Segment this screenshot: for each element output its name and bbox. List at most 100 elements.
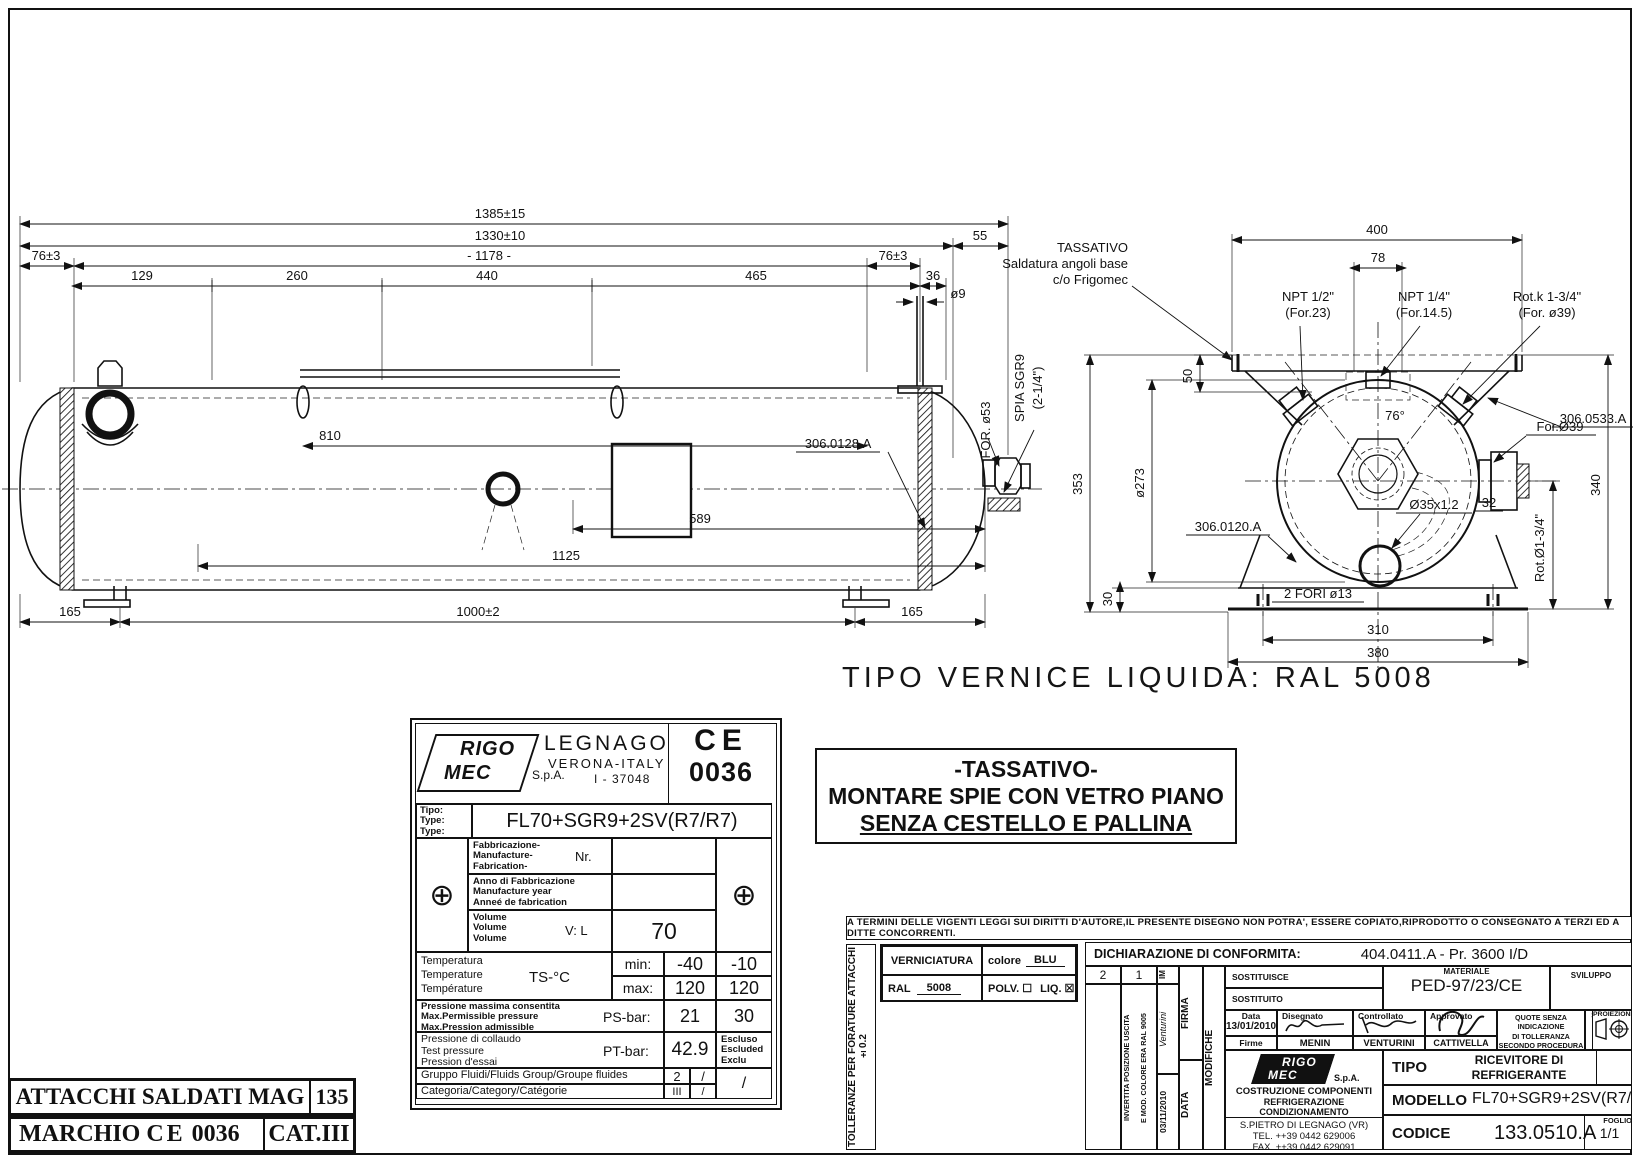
controllato-name: VENTURINI bbox=[1353, 1036, 1425, 1050]
tassativo-line-2: MONTARE SPIE CON VETRO PIANO bbox=[828, 783, 1224, 809]
top-strap bbox=[296, 369, 624, 419]
firma-label: FIRMA bbox=[1180, 997, 1191, 1029]
firme-label: Firme bbox=[1225, 1036, 1277, 1050]
quote-1: QUOTE SENZA INDICAZIONE bbox=[1515, 1013, 1567, 1032]
sostituisce-row: SOSTITUISCE bbox=[1225, 966, 1383, 988]
company-spa: S.p.A. bbox=[1334, 1073, 1360, 1083]
dim-440: 440 bbox=[476, 268, 498, 283]
modello-value: FL70+SGR9+2SV(R7/R7) bbox=[1472, 1090, 1632, 1107]
company-block: RIGO MEC S.p.A. COSTRUZIONE COMPONENTI R… bbox=[1225, 1050, 1383, 1150]
materiale-value: PED-97/23/CE bbox=[1410, 976, 1523, 995]
part-ref-plate: 306.0533.A bbox=[1560, 411, 1627, 426]
rev-col-1: 1 bbox=[1121, 966, 1157, 984]
dim-589: 589 bbox=[689, 511, 711, 526]
rev-data-cell: 03/11/2010 bbox=[1157, 1074, 1179, 1150]
controllato-cell: Controllato bbox=[1353, 1010, 1425, 1036]
vol-unit: V: L bbox=[565, 923, 588, 938]
rev-firma-cell: Venturini bbox=[1157, 984, 1179, 1074]
signoff-data-cell: Data 13/01/2010 bbox=[1225, 1010, 1277, 1036]
tipo-label-cell: Tipo: Type: Type: bbox=[416, 804, 472, 838]
company-addr: S.PIETRO DI LEGNAGO (VR) bbox=[1239, 1120, 1369, 1131]
label-for53: FOR. ø53 bbox=[978, 401, 993, 458]
title-block-main: DICHIARAZIONE DI CONFORMITA: 404.0411.A … bbox=[1085, 942, 1632, 1150]
port-rotk: Rot.k 1-3/4" bbox=[1513, 289, 1582, 304]
ps-v1: 21 bbox=[664, 1000, 716, 1032]
company-tel: TEL. ++39 0442 629006 bbox=[1252, 1131, 1356, 1142]
dim-base: 1000±2 bbox=[456, 604, 499, 619]
ps-unit: PS-bar: bbox=[603, 1009, 651, 1025]
paint-color-value: BLU bbox=[1026, 954, 1065, 967]
side-view-labels: 1385±15 1330±10 55 - 1178 - 76±3 76±3 12… bbox=[32, 206, 1045, 619]
controllato-label: Controllato bbox=[1358, 1011, 1404, 1021]
temp-l2: Temperature bbox=[421, 968, 483, 981]
tipo-value: FL70+SGR9+2SV(R7/R7) bbox=[472, 804, 772, 838]
temp-min-2: -10 bbox=[716, 952, 772, 976]
pt-l3: Pression d'essai bbox=[421, 1056, 498, 1068]
end-leader-lines bbox=[1267, 325, 1565, 563]
signoff-data-value: 13/01/2010 bbox=[1226, 1021, 1277, 1032]
ps-label-cell: Pressione massima consentita Max.Permiss… bbox=[416, 1000, 664, 1032]
marchio-label: MARCHIO bbox=[19, 1121, 141, 1147]
dim-310: 310 bbox=[1367, 622, 1389, 637]
temp-max-2: 120 bbox=[716, 976, 772, 1000]
paint-liq: LIQ. ☒ bbox=[1040, 983, 1075, 995]
temp-min-label: min: bbox=[612, 952, 664, 976]
top-plate bbox=[1231, 354, 1523, 426]
dim-380: 380 bbox=[1367, 645, 1389, 660]
pt-e3: Exclu bbox=[721, 1054, 747, 1066]
center-hex-fitting bbox=[1337, 438, 1419, 510]
marchio-number: 0036 bbox=[191, 1121, 240, 1147]
dim-36: 36 bbox=[926, 268, 940, 283]
nameplate: RIGO MEC S.p.A. LEGNAGO VERONA-ITALY I -… bbox=[410, 718, 782, 1110]
dimension-lines bbox=[19, 220, 1009, 626]
temp-max-label: max: bbox=[612, 976, 664, 1000]
weld-seams bbox=[59, 387, 933, 591]
marchio-cat: CAT.III bbox=[264, 1118, 354, 1151]
attacchi-value: 135 bbox=[310, 1080, 354, 1114]
pt-e2: Escluded bbox=[721, 1044, 764, 1056]
foglio-label: FOGLIO bbox=[1603, 1116, 1632, 1125]
ce-mark: CE bbox=[694, 724, 748, 757]
ps-l1: Pressione massima consentita bbox=[421, 1001, 560, 1012]
ps-v2: 30 bbox=[716, 1000, 772, 1032]
leader-lines bbox=[887, 285, 1233, 529]
tipo-value-1: RICEVITORE DI REFRIGERANTE bbox=[1471, 1053, 1567, 1082]
tank-outline bbox=[19, 387, 986, 591]
dim-ticks bbox=[211, 280, 944, 306]
tipo-label-it: Tipo: bbox=[420, 805, 444, 816]
tipo-label: TIPO bbox=[1392, 1059, 1428, 1076]
materiale-cell: MATERIALE PED-97/23/CE bbox=[1383, 966, 1550, 1010]
paint-color-label: colore bbox=[988, 954, 1022, 967]
company-fax: FAX. ++39 0442 629091 bbox=[1252, 1142, 1356, 1150]
pt-l2: Test pressure bbox=[421, 1044, 485, 1057]
anno-label-cell: Anno di Fabbricazione Manufacture year A… bbox=[468, 874, 612, 910]
dim-465: 465 bbox=[745, 268, 767, 283]
approvato-label: Approvato bbox=[1430, 1011, 1473, 1021]
quote-note-cell: QUOTE SENZA INDICAZIONE DI TOLLERANZA SE… bbox=[1497, 1010, 1585, 1050]
projection-cell: PROIEZIONE bbox=[1592, 1010, 1632, 1050]
company-logo-top: RIGO bbox=[1282, 1055, 1317, 1069]
sheet-border bbox=[8, 8, 1632, 1155]
tassativo-leader-note: TASSATIVO Saldatura angoli base c/o Frig… bbox=[1002, 240, 1128, 287]
approvato-cell: Approvato bbox=[1425, 1010, 1497, 1036]
paint-type-caption: TIPO VERNICE LIQUIDA: RAL 5008 bbox=[842, 662, 1435, 694]
modifiche-cell: MODIFICHE bbox=[1203, 966, 1225, 1150]
disegnato-signature bbox=[1285, 1019, 1345, 1032]
rev-data-value: 03/11/2010 bbox=[1158, 1090, 1168, 1134]
company-logo-bottom: MEC bbox=[1268, 1068, 1298, 1082]
marchio-ce-mark: CE bbox=[146, 1121, 186, 1147]
temp-l3: Température bbox=[421, 982, 483, 995]
dim-angle: 76° bbox=[1385, 408, 1405, 423]
paint-label: VERNICIATURA bbox=[882, 946, 982, 975]
declaration-row: DICHIARAZIONE DI CONFORMITA: 404.0411.A … bbox=[1085, 942, 1632, 966]
data-label-cell: DATA bbox=[1179, 1060, 1203, 1150]
tipo-value-2: A NORME PED - (CE) bbox=[1444, 1083, 1594, 1084]
dim-340: 340 bbox=[1588, 474, 1603, 496]
nameplate-inner: RIGO MEC S.p.A. LEGNAGO VERONA-ITALY I -… bbox=[415, 723, 777, 1105]
end-view-labels: 400 78 50 353 ø273 30 76° 2 FORI ø13 310… bbox=[1070, 222, 1627, 660]
label-spia-1: SPIA SGR9 bbox=[1012, 354, 1027, 422]
base-plate bbox=[1228, 534, 1528, 616]
pt-unit: PT-bar: bbox=[603, 1043, 649, 1059]
fab-l1: Fabbricazione- bbox=[473, 840, 541, 851]
